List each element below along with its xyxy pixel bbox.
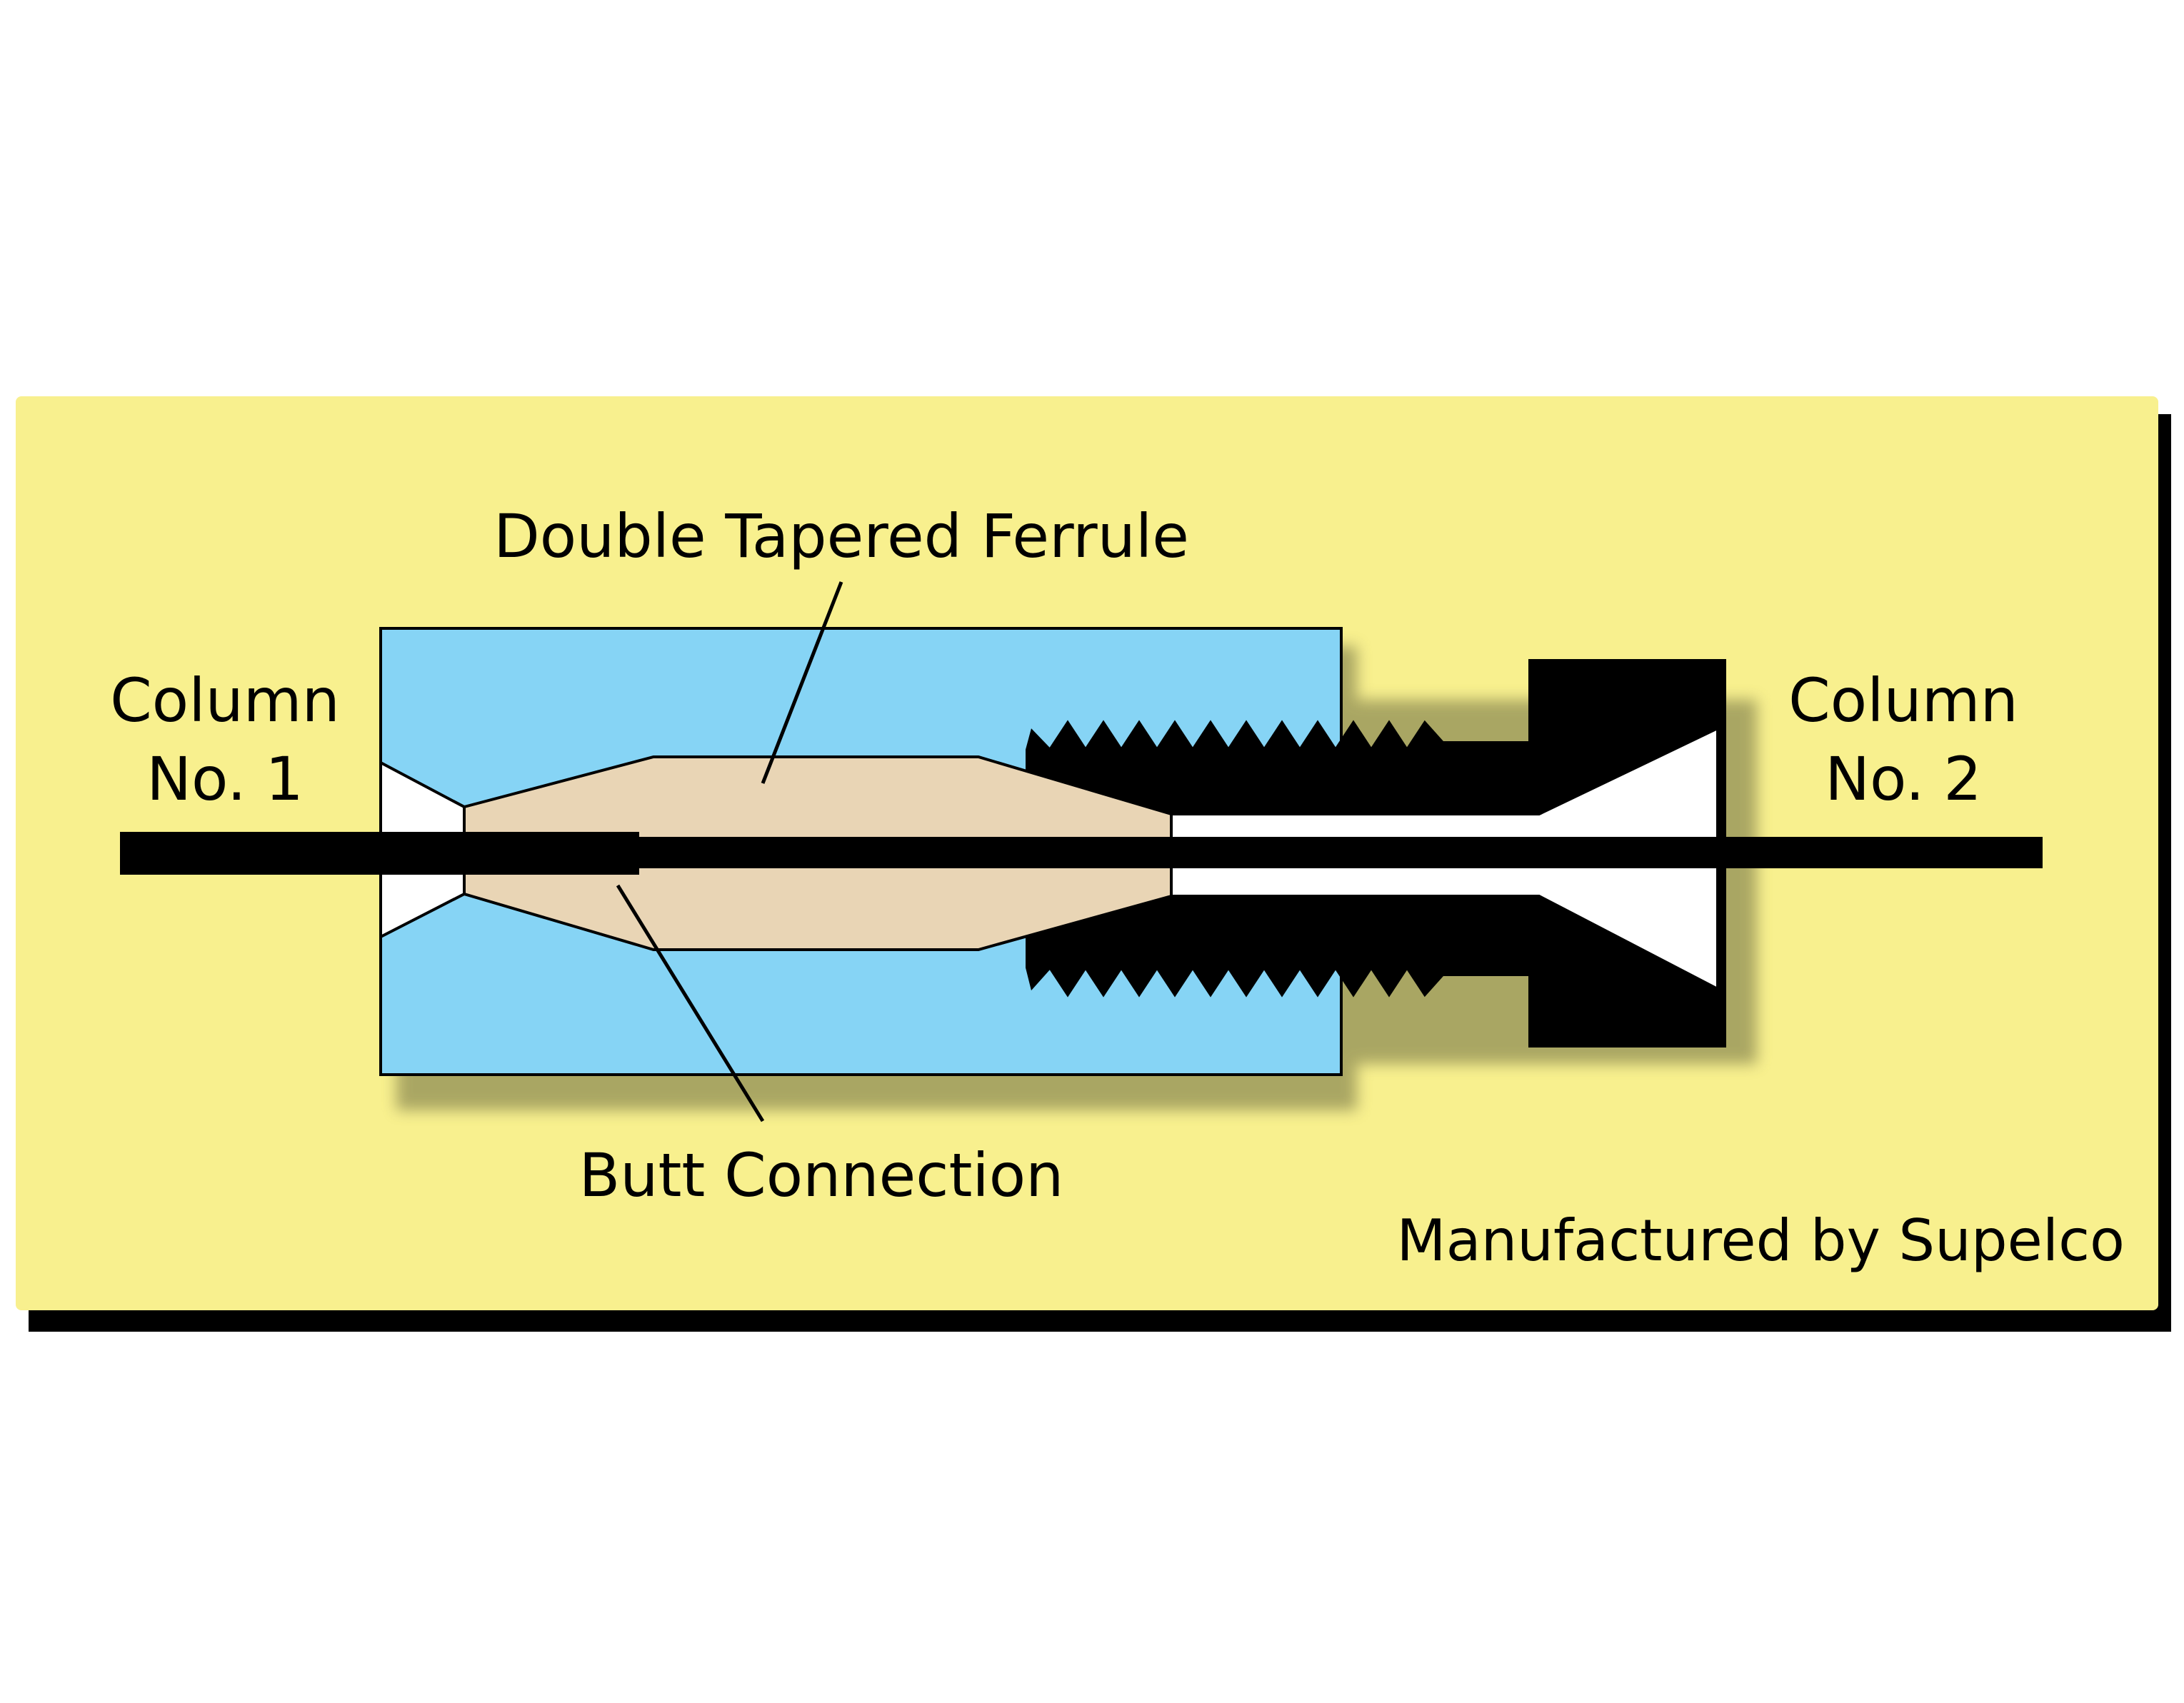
butt-connection-label: Butt Connection <box>579 1140 1064 1210</box>
butt-connection-leader-line <box>616 884 765 1122</box>
column-1 <box>120 832 639 875</box>
ferrule-leader-line <box>761 581 843 784</box>
ferrule-label: Double Tapered Ferrule <box>494 501 1189 571</box>
column-2-label-line2: No. 2 <box>1825 744 1982 814</box>
column-2 <box>639 837 2043 868</box>
manufacturer-label: Manufactured by Supelco <box>1397 1207 2125 1274</box>
column-1-label-line2: No. 1 <box>146 744 304 814</box>
column-1-label-line1: Column <box>110 665 340 735</box>
column-2-label-line1: Column <box>1788 665 2018 735</box>
